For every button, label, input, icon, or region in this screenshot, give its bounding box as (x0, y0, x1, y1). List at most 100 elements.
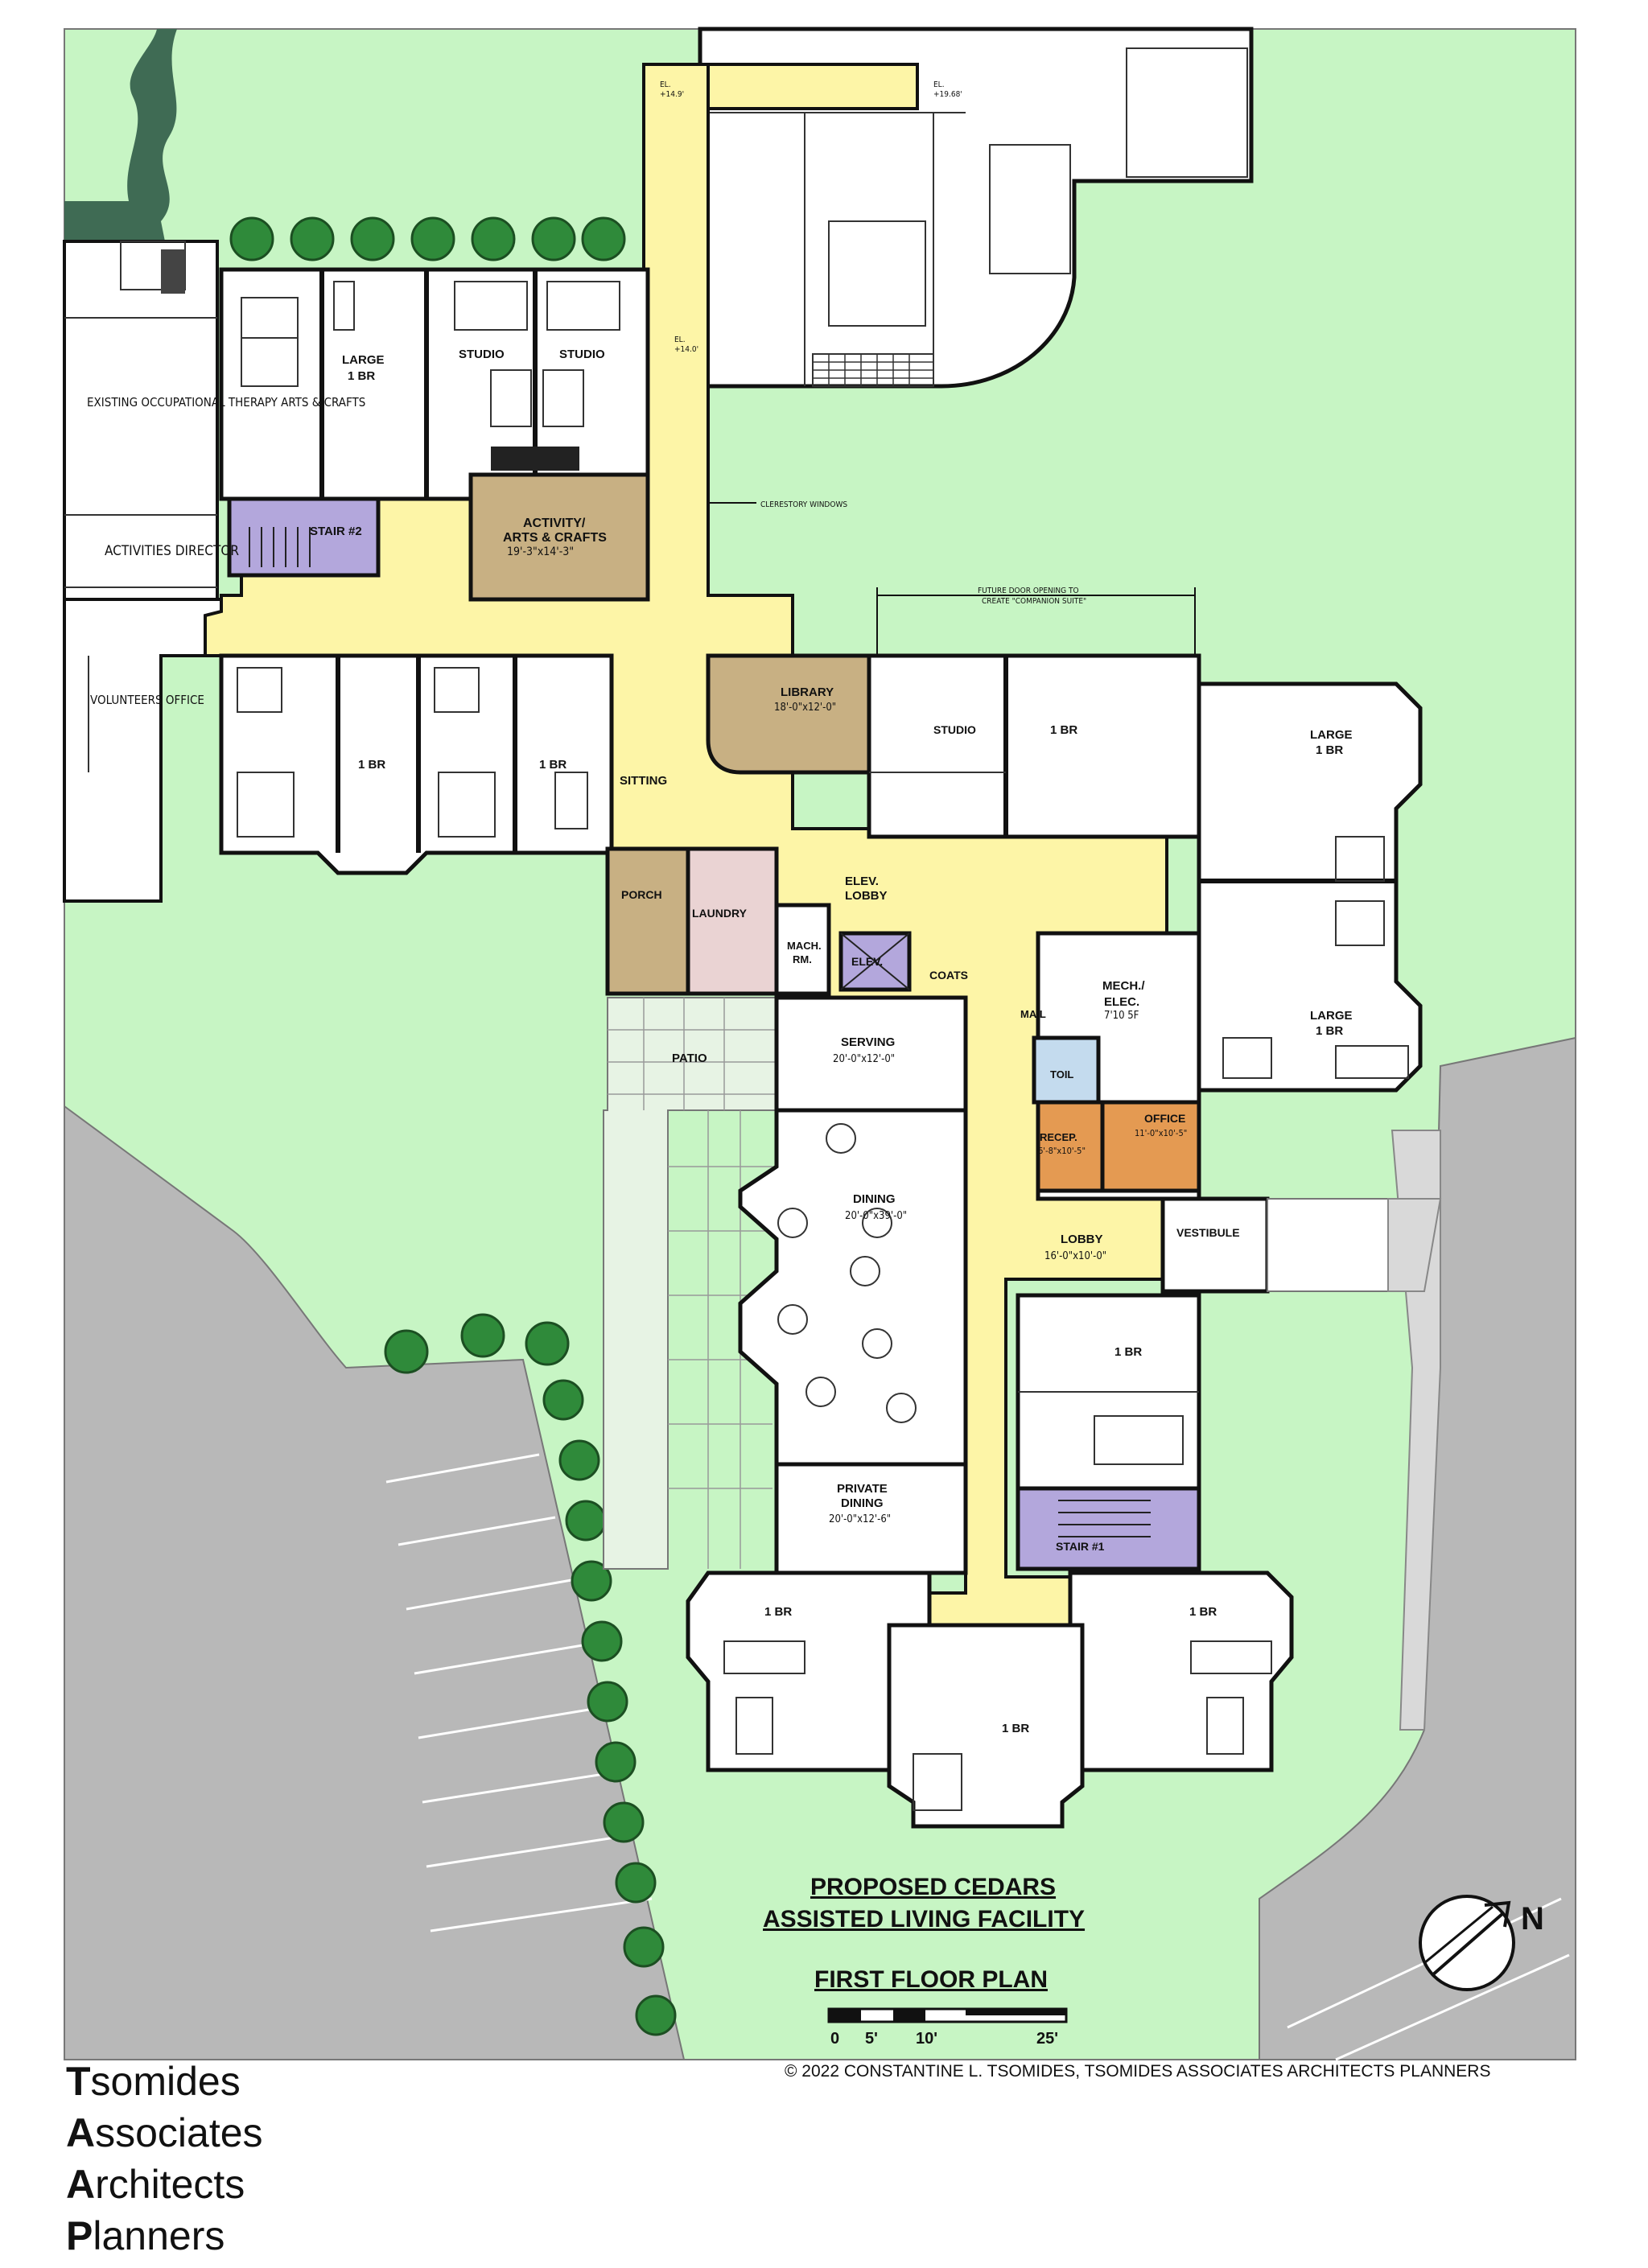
firm-initial-2: A (66, 2110, 96, 2155)
label-studio-b: STUDIO (559, 348, 605, 361)
vestibule-block (1160, 1196, 1442, 1294)
admin-block (1032, 931, 1201, 1201)
room-mach (774, 903, 831, 996)
title-line-2: ASSISTED LIVING FACILITY (763, 1906, 1085, 1933)
label-volunteers-office: VOLUNTEERS OFFICE (90, 693, 204, 707)
label-vestibule: VESTIBULE (1176, 1226, 1240, 1239)
label-large-e: LARGE (1310, 1009, 1353, 1023)
firm-line-4: Planners (66, 2210, 225, 2262)
label-office-dim: 11'-0"x10'-5" (1135, 1128, 1187, 1138)
firm-initial-3: A (66, 2162, 96, 2207)
label-toil: TOIL (1050, 1068, 1073, 1080)
label-br-w2: 1 BR (539, 758, 566, 772)
title-line-1: PROPOSED CEDARS (810, 1874, 1056, 1900)
label-br-se: 1 BR (1114, 1345, 1142, 1359)
label-dining: DINING (853, 1192, 896, 1206)
label-library: LIBRARY (781, 685, 834, 699)
trees (229, 216, 677, 2036)
existing-building-west (63, 240, 223, 903)
label-br-s2: 1 BR (1189, 1605, 1217, 1619)
north-arrow-icon (1419, 1895, 1515, 1991)
room-laundry (686, 846, 779, 996)
label-office: OFFICE (1144, 1112, 1185, 1125)
firm-line-2: Associates (66, 2107, 263, 2159)
label-large-nw: LARGE (342, 353, 385, 367)
room-library (706, 653, 871, 775)
label-porch: PORCH (621, 888, 662, 901)
label-arts-crafts: ARTS & CRAFTS (503, 531, 607, 545)
note-future-b: CREATE "COMPANION SUITE" (982, 597, 1086, 606)
firm-line-1: Tsomides (66, 2056, 241, 2107)
label-activity-dim: 19'-3"x14'-3" (507, 545, 574, 558)
label-large-e-br: 1 BR (1316, 1024, 1343, 1038)
note-el1-value: +14.9' (660, 90, 684, 99)
wing-west (219, 653, 614, 875)
wing-northeast (867, 653, 1423, 1093)
existing-building-north (698, 27, 1254, 389)
label-recep: RECEP. (1040, 1131, 1077, 1143)
label-activities-director: ACTIVITIES DIRECTOR (105, 543, 239, 559)
parking-east (1259, 1036, 1576, 2060)
note-el3-value: +14.0' (674, 345, 698, 354)
label-large-nw-br: 1 BR (348, 369, 375, 383)
label-lobby: LOBBY (1061, 1233, 1103, 1246)
label-mech-dim: 7'10 5F (1104, 1010, 1139, 1022)
label-stair-1: STAIR #1 (1056, 1540, 1105, 1553)
north-label: N (1521, 1901, 1544, 1937)
dining-block (738, 995, 968, 1575)
scale-0: 0 (830, 2030, 839, 2048)
wing-northwest (219, 267, 650, 501)
room-activity (468, 472, 650, 602)
label-large-ne: LARGE (1310, 728, 1353, 742)
parking-east-walk (1390, 1130, 1441, 1731)
label-elec: ELEC. (1104, 995, 1139, 1009)
firm-initial-1: T (66, 2059, 91, 2104)
label-patio: PATIO (672, 1052, 707, 1065)
note-future-a: FUTURE DOOR OPENING TO (978, 587, 1079, 595)
label-br-s1: 1 BR (764, 1605, 792, 1619)
label-elev-lobby-b: LOBBY (845, 889, 888, 903)
wing-south (686, 1570, 1294, 1829)
label-elev: ELEV. (851, 955, 883, 968)
scale-5: 5' (865, 2030, 878, 2048)
firm-line-3: Architects (66, 2159, 245, 2210)
stair-2 (227, 496, 381, 578)
scale-10: 10' (916, 2030, 937, 2048)
label-recep-dim: 6'-8"x10'-5" (1038, 1146, 1086, 1156)
label-mail: MAIL (1020, 1008, 1046, 1020)
note-clerestory: CLERESTORY WINDOWS (760, 500, 847, 509)
label-activity: ACTIVITY/ (523, 517, 586, 530)
label-br-e: 1 BR (1050, 723, 1077, 737)
label-stair-2: STAIR #2 (310, 525, 362, 538)
label-sitting: SITTING (620, 774, 667, 788)
firm-initial-4: P (66, 2213, 93, 2258)
firm-rest-1: somides (90, 2059, 241, 2104)
firm-rest-4: lanners (93, 2213, 225, 2258)
scale-25: 25' (1036, 2030, 1058, 2048)
label-private-dining: DINING (841, 1496, 884, 1510)
label-mach: MACH. (787, 940, 822, 952)
label-private-dim: 20'-0"x12'-6" (829, 1513, 891, 1525)
label-lobby-dim: 16'-0"x10'-0" (1044, 1250, 1106, 1262)
label-studio-a: STUDIO (459, 348, 505, 361)
copyright-notice: © 2022 CONSTANTINE L. TSOMIDES, TSOMIDES… (785, 2062, 1491, 2081)
note-el1: EL. (660, 80, 671, 89)
label-laundry: LAUNDRY (692, 907, 748, 920)
label-serving: SERVING (841, 1035, 895, 1049)
label-private: PRIVATE (837, 1482, 888, 1496)
label-library-dim: 18'-0"x12'-0" (774, 702, 836, 714)
firm-rest-3: rchitects (95, 2162, 245, 2207)
label-large-ne-br: 1 BR (1316, 743, 1343, 757)
label-dining-dim: 20'-0"x39'-0" (845, 1210, 907, 1222)
note-el3: EL. (674, 335, 686, 344)
label-studio-e: STUDIO (933, 723, 976, 736)
note-el2-value: +19.68' (933, 90, 962, 99)
label-mach-rm: RM. (793, 953, 812, 965)
wing-southeast (1016, 1293, 1201, 1571)
label-br-w1: 1 BR (358, 758, 385, 772)
room-porch (605, 846, 690, 996)
firm-rest-2: ssociates (95, 2110, 263, 2155)
note-el2: EL. (933, 80, 945, 89)
label-br-s3: 1 BR (1002, 1722, 1029, 1735)
